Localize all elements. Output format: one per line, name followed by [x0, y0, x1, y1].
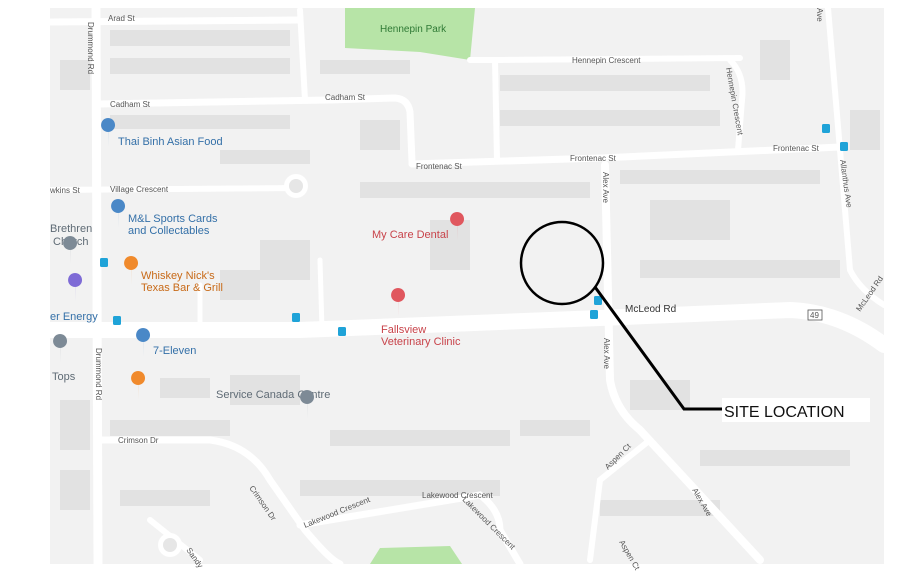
transit-stop-icon — [822, 124, 830, 133]
poi-marker-icon — [53, 334, 68, 363]
road-label-arad-st: Arad St — [108, 14, 135, 23]
restaurant-icon — [124, 256, 139, 285]
poi-service-canada[interactable]: Service Canada Centre — [216, 389, 330, 419]
road-label-lakewood-crescent-2: Lakewood Crescent — [422, 491, 493, 500]
poi-marker-icon — [68, 273, 83, 302]
road-label-cadham-st-right: Cadham St — [325, 93, 366, 102]
road-label-cadham-st-left: Cadham St — [110, 100, 151, 109]
church-icon — [63, 236, 78, 265]
road-label-drummond-rd-top: Drummond Rd — [86, 22, 95, 74]
road-label-alex-ave-mid: Alex Ave — [602, 338, 611, 370]
road-label-crimson-dr: Crimson Dr — [118, 436, 159, 445]
roundabout-village-inner — [289, 179, 303, 193]
poi-label-energy: er Energy — [50, 311, 98, 323]
shopping-bag-icon — [111, 199, 126, 228]
road-label-frontenac-st-3: Frontenac St — [773, 144, 820, 153]
poi-fallsview-clinic[interactable]: Fallsview Veterinary Clinic — [381, 288, 461, 348]
poi-label-seven-eleven: 7-Eleven — [153, 345, 196, 357]
route-shield-label: 49 — [810, 311, 819, 320]
poi-label-fallsview-1: Fallsview — [381, 324, 426, 336]
poi-whiskey-nicks[interactable]: Whiskey Nick's Texas Bar & Grill — [124, 256, 223, 294]
transit-stop-icon — [840, 142, 848, 151]
transit-stop-icon — [113, 316, 121, 325]
transit-stop-icon — [292, 313, 300, 322]
poi-thai-binh[interactable]: Thai Binh Asian Food — [101, 118, 223, 148]
poi-tops[interactable]: Tops — [52, 334, 76, 383]
site-location-circle — [519, 220, 605, 306]
poi-energy[interactable]: er Energy — [50, 273, 98, 323]
poi-label-tops: Tops — [52, 371, 76, 383]
route-shield — [807, 309, 823, 321]
road-label-drummond-rd-bottom: Drummond Rd — [94, 348, 103, 400]
road-label-village-crescent: Village Crescent — [110, 185, 169, 194]
road-label-mcleod-rd: McLeod Rd — [625, 304, 676, 315]
road-label-wkins-st: wkins St — [49, 186, 81, 195]
road-label-frontenac-st-2: Frontenac St — [570, 154, 617, 163]
shopping-bag-icon — [101, 118, 116, 147]
transit-stop-icon — [594, 296, 602, 305]
hennepin-park-area — [345, 8, 475, 60]
park-label-hennepin: Hennepin Park — [380, 24, 447, 35]
road-network — [42, 3, 892, 569]
medical-icon — [450, 212, 465, 241]
park-area-bottom — [370, 546, 462, 564]
poi-ml-sports[interactable]: M&L Sports Cards and Collectables — [111, 199, 218, 237]
building-blocks — [60, 30, 880, 516]
transit-stops — [100, 124, 848, 336]
road-label-alex-ave-top: Alex Ave — [601, 172, 610, 204]
medical-icon — [391, 288, 406, 317]
road-label-hennepin-crescent: Hennepin Crescent — [572, 56, 641, 65]
shopping-bag-icon — [136, 328, 151, 357]
road-label-frontenac-st-1: Frontenac St — [416, 162, 463, 171]
poi-brethren-church[interactable]: Brethren Church — [50, 223, 92, 265]
transit-stop-icon — [338, 327, 346, 336]
poi-seven-eleven[interactable]: 7-Eleven — [136, 328, 196, 357]
poi-label-my-care-dental: My Care Dental — [372, 229, 448, 241]
poi-label-ml-sports-2: and Collectables — [128, 225, 210, 237]
transit-stop-icon — [100, 258, 108, 267]
poi-label-whiskey-1: Whiskey Nick's — [141, 270, 215, 282]
site-location-label: SITE LOCATION — [724, 404, 845, 421]
site-location-label-box — [722, 398, 870, 422]
poi-label-brethren-1: Brethren — [50, 223, 92, 235]
roundabout-bottom-inner — [163, 538, 177, 552]
poi-my-care-dental[interactable]: My Care Dental — [372, 212, 465, 241]
poi-label-ml-sports-1: M&L Sports Cards — [128, 213, 218, 225]
site-location-leader-line — [593, 286, 722, 411]
government-icon — [300, 390, 315, 419]
poi-label-whiskey-2: Texas Bar & Grill — [141, 282, 223, 294]
poi-label-thai-binh: Thai Binh Asian Food — [118, 136, 223, 148]
transit-stop-icon — [590, 310, 598, 319]
restaurant-icon — [131, 371, 146, 400]
road-label-ave-top-right: Ave — [815, 8, 824, 22]
poi-label-fallsview-2: Veterinary Clinic — [381, 336, 461, 348]
poi-restaurant-bottom[interactable] — [131, 371, 146, 400]
